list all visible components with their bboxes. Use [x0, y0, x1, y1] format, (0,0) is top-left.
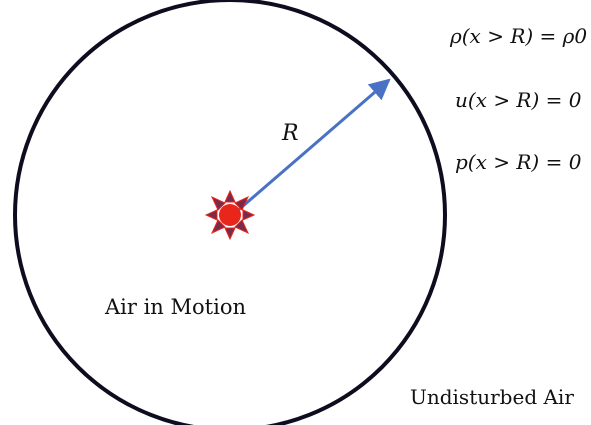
velocity-condition: u(x > R) = 0 — [455, 88, 582, 112]
density-condition: ρ(x > R) = ρ0 — [449, 24, 587, 48]
explosion-source-icon — [204, 189, 256, 241]
air-in-motion-label: Air in Motion — [104, 295, 246, 319]
pressure-condition: p(x > R) = 0 — [455, 150, 582, 174]
radius-label: R — [281, 121, 299, 146]
radius-arrow — [235, 78, 391, 214]
undisturbed-air-label: Undisturbed Air — [410, 385, 574, 409]
shock-front-circle — [13, 0, 447, 425]
